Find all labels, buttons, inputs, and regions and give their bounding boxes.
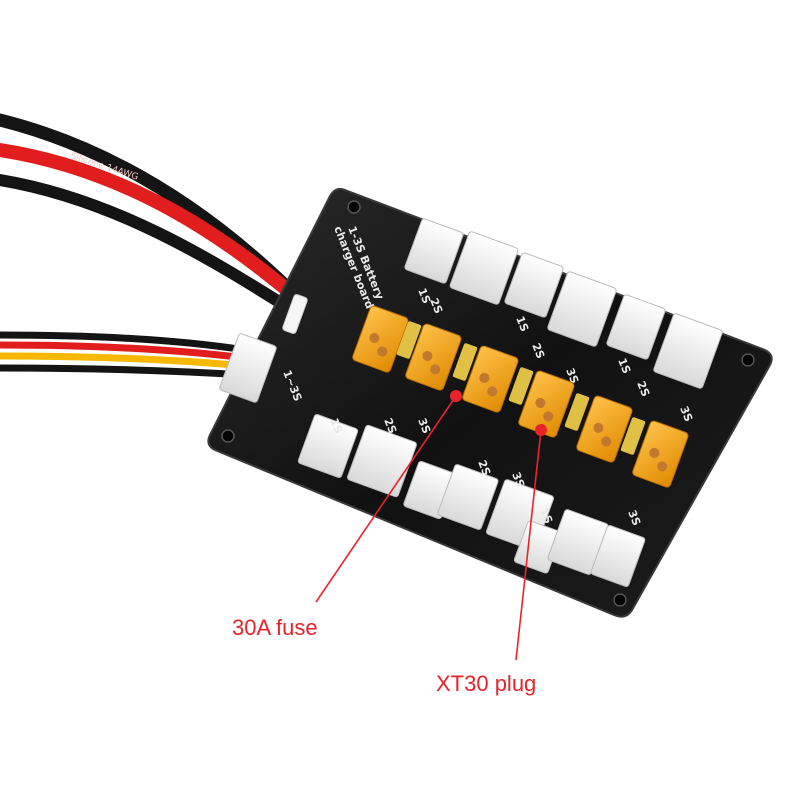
mounting-hole (347, 200, 361, 214)
port-label-2s: 2S (634, 379, 652, 398)
jst-port (437, 464, 499, 530)
fuse (452, 343, 478, 381)
bottom-balance-ports: 1S 2S 3S 2S 3S 1S 3S (297, 414, 646, 587)
port-label-1s: 1S (513, 314, 531, 333)
xt30-plug (576, 395, 633, 463)
port-label-1s: 1S (327, 416, 345, 435)
jst-port (297, 414, 359, 478)
port-label-3s: 3S (625, 508, 643, 527)
callout-lines (315, 390, 547, 661)
cable-tie (282, 294, 308, 334)
port-label-3s: 3S (677, 404, 695, 423)
jst-port (590, 525, 646, 587)
jst-port (504, 252, 564, 318)
jst-port (449, 231, 519, 305)
mounting-hole (613, 593, 627, 607)
xt30-plug (405, 323, 462, 391)
port-label-2s: 2S (475, 458, 493, 477)
xt30-callout-label: XT30 plug (436, 671, 537, 696)
mounting-hole (741, 353, 755, 367)
port-label-2s: 2S (427, 296, 445, 315)
xt30-plug (632, 420, 689, 488)
fuse-callout-line (315, 395, 457, 603)
balance-lead-wires (0, 331, 246, 379)
fuse-callout-dot (450, 390, 462, 402)
mounting-hole (221, 429, 235, 443)
port-label-3s: 3S (509, 470, 527, 489)
port-label-1s: 1S (415, 286, 433, 305)
jst-port (404, 218, 464, 284)
fuse (396, 321, 422, 359)
xt30-callout-line (515, 429, 542, 661)
xt30-callout-dot (535, 424, 547, 436)
fuse (508, 367, 534, 405)
fuse (564, 393, 590, 431)
port-label-2s: 2S (381, 416, 399, 435)
xt30-plug-row (352, 305, 689, 488)
port-label-3s: 3S (415, 416, 433, 435)
top-balance-ports: 1S 2S 1S 2S 1S 2S 3S 3S (404, 218, 723, 424)
fuse (620, 417, 646, 455)
port-label-2s: 2S (529, 341, 547, 360)
balance-input-connector (219, 333, 277, 403)
jst-port (547, 271, 617, 347)
fuse-callout-label: 30A fuse (232, 615, 318, 640)
xt30-plug (462, 345, 519, 413)
xt30-plug (352, 305, 409, 373)
jst-port (606, 294, 666, 360)
jst-port (653, 313, 723, 389)
port-label-1s: 1S (537, 506, 555, 525)
port-label-1s: 1S (615, 356, 633, 375)
